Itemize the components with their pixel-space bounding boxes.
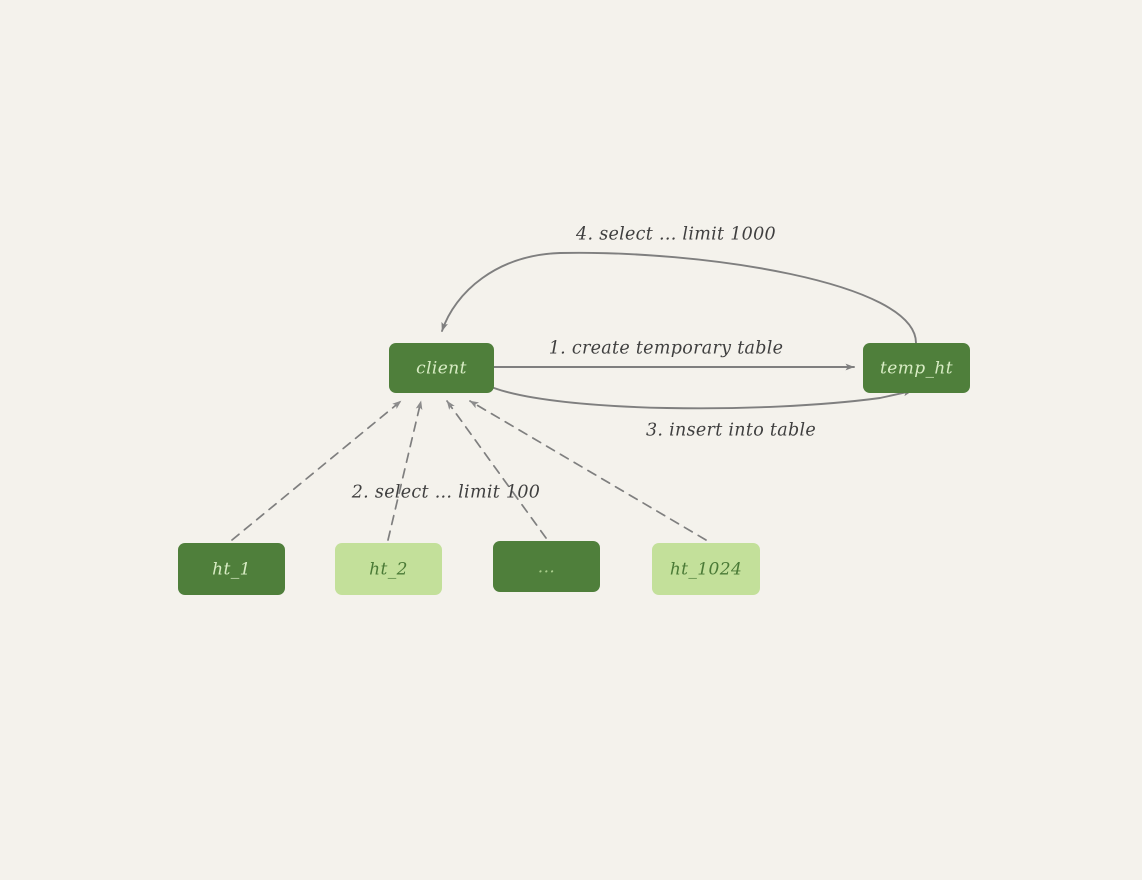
edge-insert-into-table-path <box>493 387 913 410</box>
node-ht-dots[interactable]: ... <box>493 541 600 592</box>
node-ht-2-rect[interactable] <box>335 543 442 595</box>
node-client-rect[interactable] <box>389 343 494 393</box>
node-ht-1024-label: ht_1024 <box>670 560 742 580</box>
node-ht-dots-rect[interactable] <box>493 541 600 592</box>
edge-ht-dots-to-client-path <box>446 400 547 539</box>
edge-ht-1024-to-client-path <box>469 400 707 541</box>
node-ht-2[interactable]: ht_2 <box>335 543 442 595</box>
edge-select-limit-1000-path <box>441 251 917 344</box>
node-temp-ht-rect[interactable] <box>863 343 970 393</box>
edge-ht-1-to-client-path <box>231 400 402 541</box>
node-ht-1-label: ht_1 <box>212 560 251 580</box>
node-temp-ht-label: temp_ht <box>880 359 953 379</box>
node-client[interactable]: client <box>389 343 494 393</box>
node-ht-1-rect[interactable] <box>178 543 285 595</box>
node-ht-1024-rect[interactable] <box>652 543 760 595</box>
edge-label-select-limit-100: 2. select ... limit 100 <box>351 483 540 503</box>
node-temp-ht[interactable]: temp_ht <box>863 343 970 393</box>
node-ht-2-label: ht_2 <box>369 560 408 580</box>
node-ht-1[interactable]: ht_1 <box>178 543 285 595</box>
edge-label-select-limit-1000: 4. select ... limit 1000 <box>575 225 776 245</box>
nodes-layer: client temp_ht ht_1 ht_2 ... ht_1024 <box>178 343 970 595</box>
node-ht-1024[interactable]: ht_1024 <box>652 543 760 595</box>
edges-layer <box>231 251 917 541</box>
node-ht-dots-label: ... <box>538 558 555 578</box>
edge-ht-2-to-client-path <box>387 400 423 541</box>
edge-label-insert-into-table: 3. insert into table <box>646 421 816 441</box>
node-client-label: client <box>416 359 467 379</box>
edge-label-create-temporary-table: 1. create temporary table <box>549 339 784 359</box>
edge-labels-layer: 1. create temporary table 2. select ... … <box>351 225 816 503</box>
